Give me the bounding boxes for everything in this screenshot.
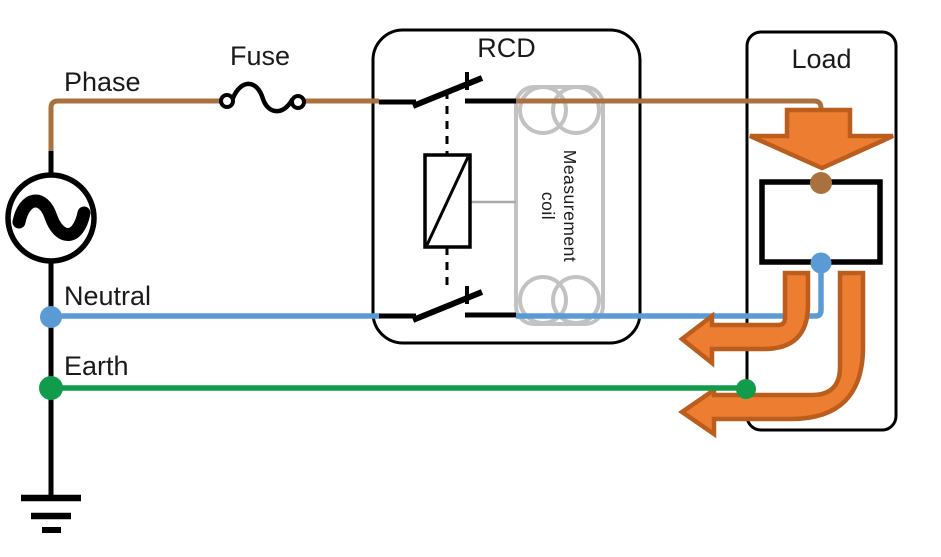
sine-wave-icon [12,194,91,241]
neutral-switch [379,286,516,323]
neutral-wire [51,264,824,319]
earth-load-junction-dot [736,379,756,399]
trip-relay [423,153,472,249]
neutral-label: Neutral [64,281,152,311]
load-current-arrow [749,107,894,171]
measurement-coil-label-line2: coil [538,191,559,221]
phase-switch [379,72,516,109]
phase-label: Phase [64,67,141,97]
neutral-load-junction-dot [810,252,832,274]
source-earth-junction-dot [39,376,63,400]
earth-label: Earth [64,351,129,381]
measurement-coil-label-line1: Measurement [560,149,580,263]
earth-fault-current-arrow [678,270,866,439]
earth-ground-icon [21,494,81,533]
source-neutral-junction-dot [40,306,62,328]
fuse-label: Fuse [230,41,291,71]
fuse-symbol [219,81,306,114]
load-label: Load [791,44,852,74]
phase-load-junction-dot [810,172,832,194]
rcd-label: RCD [477,33,536,63]
neutral-current-arrow [678,270,811,368]
rcd-enclosure-box [371,28,642,345]
measurement-coil-label: Measurement coil [534,126,580,286]
measurement-coil [514,85,605,326]
